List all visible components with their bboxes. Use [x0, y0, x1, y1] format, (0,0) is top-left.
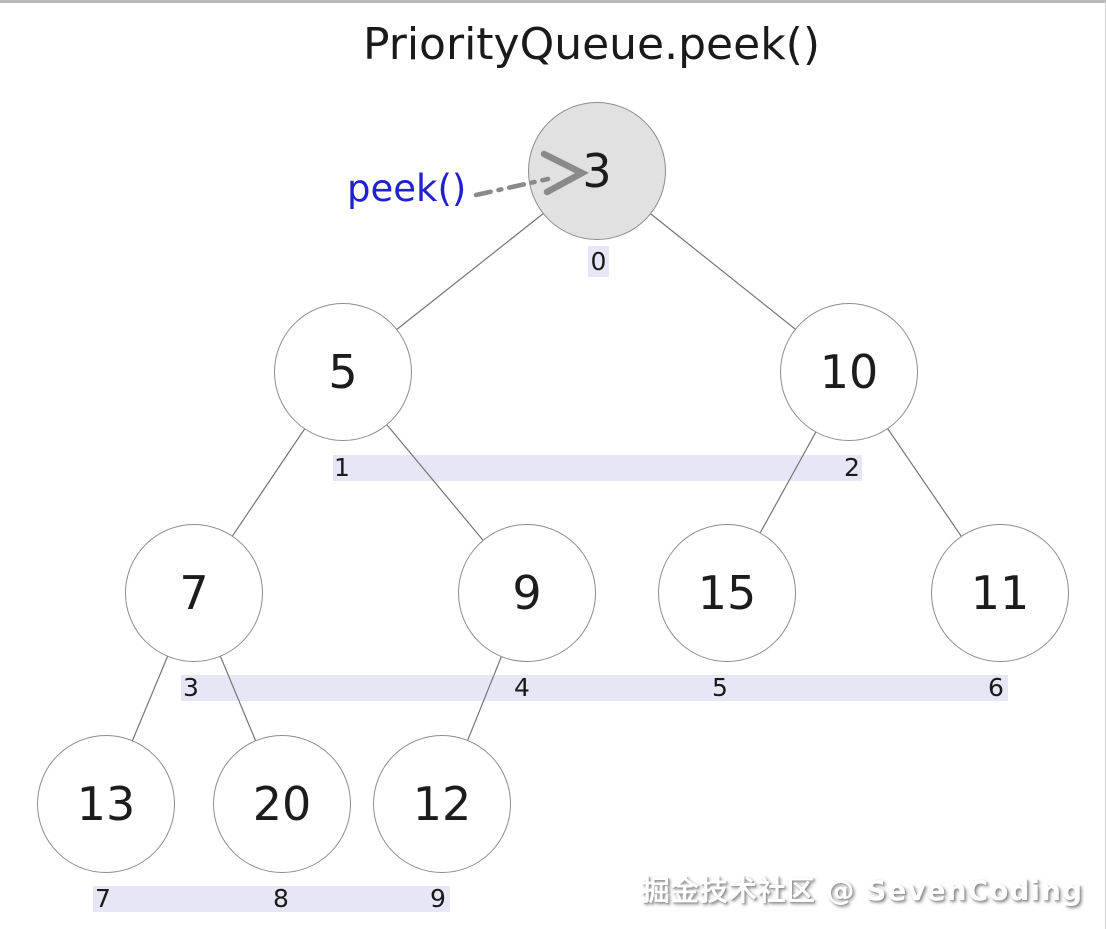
heap-node-8: 20	[213, 735, 351, 873]
index-label-5: 5	[712, 673, 728, 702]
index-label-4: 4	[514, 673, 530, 702]
index-label-7: 7	[95, 884, 111, 913]
index-label-8: 8	[273, 884, 289, 913]
heap-node-2: 10	[780, 303, 918, 441]
heap-node-6: 11	[931, 524, 1069, 662]
index-label-2: 2	[844, 453, 860, 482]
index-band-3-6	[181, 675, 1008, 701]
index-band-1-2	[333, 455, 862, 481]
heap-node-7: 13	[37, 735, 175, 873]
heap-node-3: 7	[125, 524, 263, 662]
index-label-1: 1	[334, 453, 350, 482]
index-label-3: 3	[183, 673, 199, 702]
index-band-7-9	[93, 886, 450, 912]
watermark: 掘金技术社区 @ SevenCoding	[641, 874, 1083, 907]
diagram-title: PriorityQueue.peek()	[362, 19, 820, 70]
heap-node-9: 12	[373, 735, 511, 873]
peek-label: peek()	[347, 167, 467, 210]
heap-node-0: 3	[528, 102, 666, 240]
index-band-0: 0	[588, 246, 609, 277]
heap-node-1: 5	[274, 303, 412, 441]
heap-node-4: 9	[458, 524, 596, 662]
index-label-9: 9	[430, 884, 446, 913]
heap-node-5: 15	[658, 524, 796, 662]
index-label-6: 6	[988, 673, 1004, 702]
